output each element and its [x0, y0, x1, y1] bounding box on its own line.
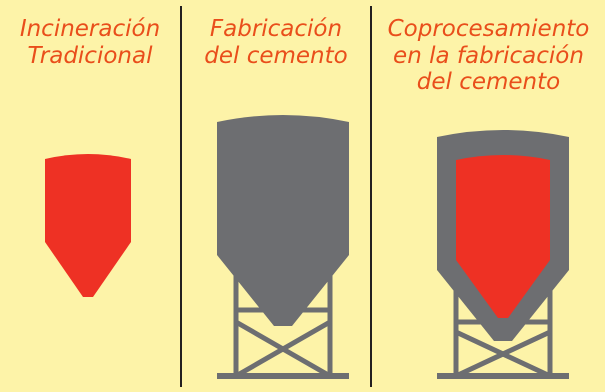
title-line: Tradicional — [27, 42, 153, 69]
title-line: en la fabricación — [393, 42, 584, 69]
silo-base-beam — [217, 373, 349, 379]
coprocessing-title: Coprocesamiento en la fabricación del ce… — [372, 16, 605, 96]
cement-manufacturing-title: Fabricación del cemento — [182, 16, 370, 69]
title-line: del cemento — [204, 42, 348, 69]
traditional-incineration-title: Incineración Tradicional — [0, 16, 180, 69]
incinerator-vessel — [45, 154, 131, 297]
silo-support-legs — [453, 287, 553, 379]
title-line: del cemento — [416, 69, 561, 95]
coprocessing-silo — [437, 130, 569, 379]
cement-silo — [217, 115, 349, 379]
silo-support-legs — [233, 272, 333, 379]
title-line: Coprocesamiento — [387, 16, 590, 42]
silo-base-beam — [437, 373, 569, 379]
column-divider — [180, 6, 182, 387]
title-line: Incineración — [19, 16, 161, 42]
column-divider — [370, 6, 372, 387]
silo-body — [217, 115, 349, 326]
kiln-inside-silo — [456, 155, 550, 318]
title-line: Fabricación — [209, 16, 343, 42]
